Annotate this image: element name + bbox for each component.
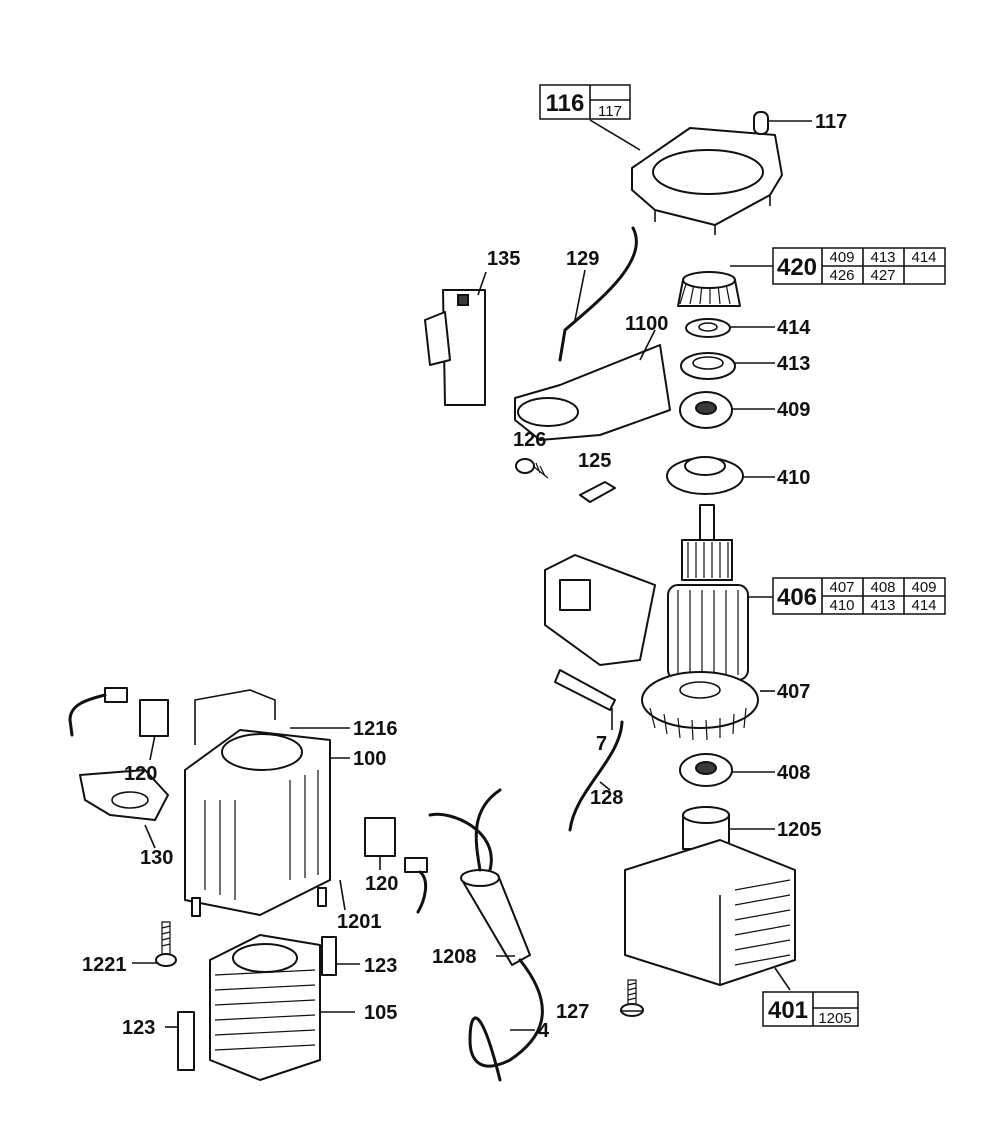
leader-lines — [132, 119, 812, 1031]
ref-box-116-main: 116 — [546, 90, 585, 117]
ref-box-401-sub-1: 1205 — [818, 1010, 851, 1027]
part-125-clip — [579, 481, 616, 503]
ref-box-420-sub-4: 426 — [829, 267, 854, 284]
part-1100-handle — [514, 344, 671, 441]
part-123-clip-right — [321, 936, 337, 976]
part-127-screw — [620, 979, 644, 1017]
part-401-housing — [624, 839, 796, 986]
part-420-gear — [677, 271, 741, 307]
part-414-ring — [685, 318, 731, 338]
callout-130: 130 — [140, 847, 173, 869]
part-117-pin — [753, 111, 769, 135]
callout-1201: 1201 — [337, 911, 382, 933]
callout-123-left: 123 — [122, 1017, 155, 1039]
callout-128: 128 — [590, 787, 623, 809]
callout-129: 129 — [566, 248, 599, 270]
part-4-cable-leads — [428, 788, 502, 872]
ref-box-116-sub-1: 117 — [598, 103, 622, 120]
callout-labels: 117 135 129 1100 414 413 409 126 125 410… — [82, 111, 847, 1042]
part-128-wire — [568, 720, 624, 832]
ref-box-406-sub-1: 407 — [829, 579, 854, 596]
part-120-brush-holder-right — [364, 817, 428, 914]
part-116-cover — [631, 127, 783, 235]
part-100-motor-housing — [184, 689, 331, 917]
part-1221-screw — [155, 921, 177, 967]
part-408-bearing — [679, 753, 733, 787]
callout-1221: 1221 — [82, 954, 127, 976]
callout-105: 105 — [364, 1002, 397, 1024]
callout-4: 4 — [538, 1020, 550, 1042]
callout-1216: 1216 — [353, 718, 398, 740]
callout-1100: 1100 — [625, 313, 668, 335]
ref-box-420-sub-5: 427 — [870, 267, 895, 284]
part-1208-cord-guard — [460, 869, 531, 966]
ref-box-420-sub-3: 414 — [911, 249, 936, 266]
callout-410: 410 — [777, 467, 810, 489]
part-130-bracket — [79, 769, 169, 821]
part-407-gear — [641, 671, 759, 741]
callout-407: 407 — [777, 681, 810, 703]
part-4-cable — [468, 958, 544, 1082]
ref-box-420: 420 409 413 414 426 427 — [772, 247, 946, 285]
callout-120-right: 120 — [365, 873, 398, 895]
part-120-brush-holder-left — [68, 687, 169, 737]
part-135-switch — [424, 289, 486, 406]
ref-box-420-main: 420 — [777, 254, 817, 281]
part-105-field-coil — [209, 934, 321, 1081]
part-129-wire — [558, 226, 638, 362]
part-126-screw — [515, 458, 549, 479]
ref-box-420-sub-2: 413 — [870, 249, 895, 266]
callout-1208: 1208 — [432, 946, 477, 968]
callout-414: 414 — [777, 317, 811, 339]
part-413-ring — [680, 352, 736, 380]
callout-7: 7 — [596, 733, 607, 755]
ref-box-406: 406 407 408 409 410 413 414 — [772, 577, 946, 615]
callout-117: 117 — [815, 111, 847, 133]
ref-box-401-main: 401 — [768, 997, 808, 1024]
ref-box-406-main: 406 — [777, 584, 817, 611]
callout-125: 125 — [578, 450, 611, 472]
part-410-cap — [666, 456, 744, 495]
part-406-armature — [667, 504, 749, 681]
callout-413: 413 — [777, 353, 810, 375]
ref-box-116: 116 117 — [539, 84, 631, 120]
ref-box-406-sub-3: 409 — [911, 579, 936, 596]
part-123-clip-left — [177, 1011, 195, 1071]
callout-409: 409 — [777, 399, 810, 421]
callout-120-left: 120 — [124, 763, 157, 785]
callout-126: 126 — [513, 429, 546, 451]
part-motor-housing-rear — [544, 554, 656, 666]
callout-127: 127 — [556, 1001, 589, 1023]
ref-box-401: 401 1205 — [762, 991, 859, 1027]
ref-box-406-sub-4: 410 — [829, 597, 854, 614]
part-409-bearing — [679, 391, 733, 429]
callout-1205: 1205 — [777, 819, 822, 841]
ref-box-406-sub-5: 413 — [870, 597, 895, 614]
callout-100: 100 — [353, 748, 386, 770]
part-7-pin — [554, 669, 616, 711]
ref-box-406-sub-6: 414 — [911, 597, 936, 614]
ref-box-420-sub-1: 409 — [829, 249, 854, 266]
callout-123-right: 123 — [364, 955, 397, 977]
callout-408: 408 — [777, 762, 810, 784]
ref-box-406-sub-2: 408 — [870, 579, 895, 596]
callout-135: 135 — [487, 248, 520, 270]
